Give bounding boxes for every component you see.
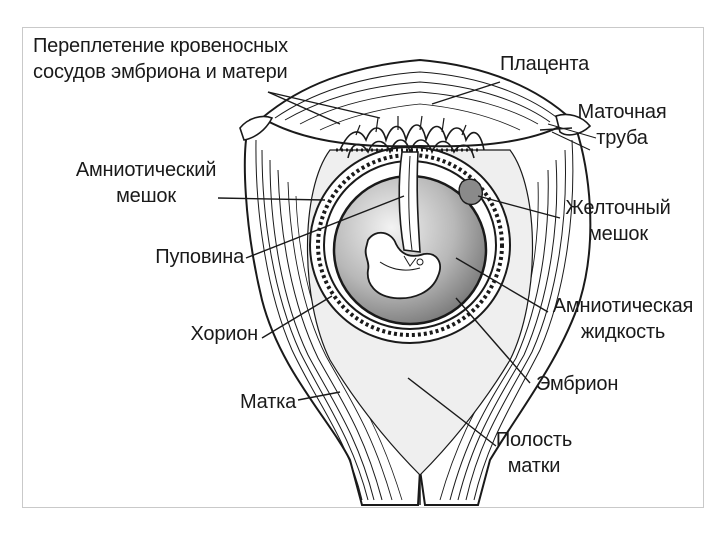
label-vessels-line2: сосудов эмбриона и матери bbox=[33, 60, 288, 84]
label-fluid-line2: жидкость bbox=[544, 320, 702, 344]
label-amnion-line2: мешок bbox=[64, 184, 228, 208]
label-uterus: Матка bbox=[210, 390, 296, 414]
label-vessels-line1: Переплетение кровеносных bbox=[33, 34, 288, 58]
label-yolk-line2: мешок bbox=[556, 222, 680, 246]
label-chorion: Хорион bbox=[160, 322, 258, 346]
label-placenta: Плацента bbox=[500, 52, 589, 76]
label-fluid-line1: Амниотическая bbox=[544, 294, 702, 318]
label-tube-line1: Маточная bbox=[572, 100, 672, 124]
label-tube-line2: труба bbox=[572, 126, 672, 150]
label-cavity-line2: матки bbox=[486, 454, 582, 478]
label-cord: Пуповина bbox=[130, 245, 244, 269]
umbilical-cord bbox=[399, 152, 420, 252]
label-cavity-line1: Полость bbox=[486, 428, 582, 452]
label-yolk-line1: Желточный bbox=[556, 196, 680, 220]
yolk-sac bbox=[459, 179, 482, 204]
label-amnion-line1: Амниотический bbox=[64, 158, 228, 182]
label-embryo: Эмбрион bbox=[536, 372, 618, 396]
